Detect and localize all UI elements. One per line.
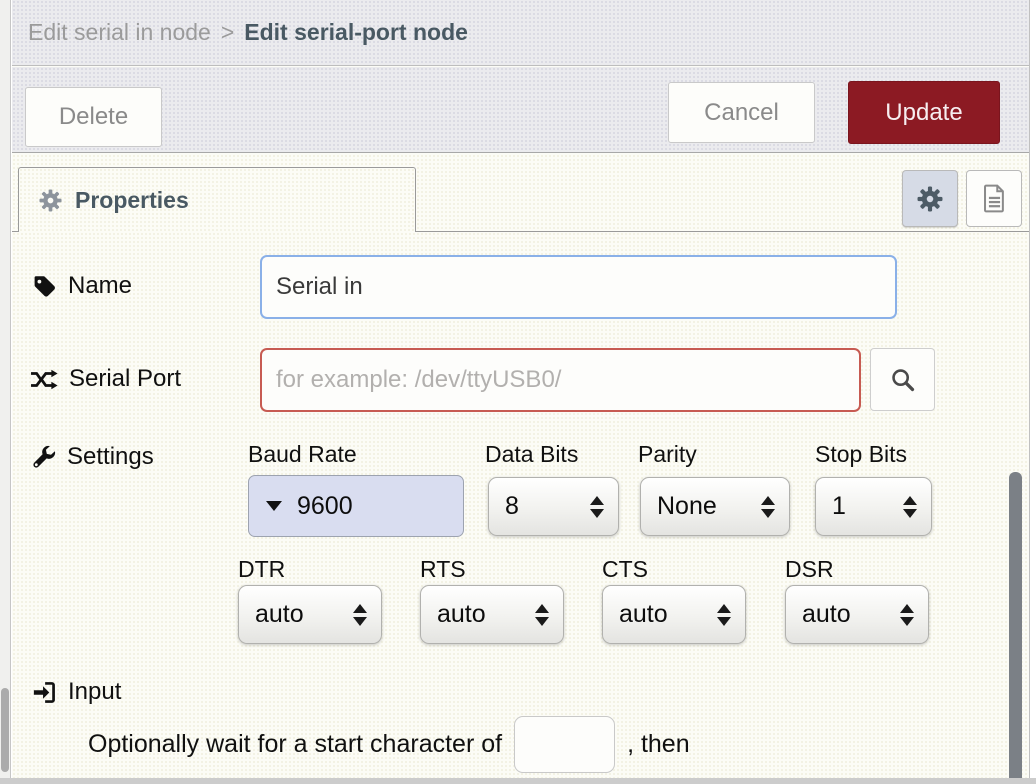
rts-select[interactable]: auto — [420, 585, 564, 644]
random-shuffle-icon — [30, 369, 58, 390]
data-bits-value: 8 — [505, 492, 519, 520]
select-arrows-icon — [353, 603, 367, 626]
breadcrumb-parent[interactable]: Edit serial in node — [28, 19, 211, 45]
tag-icon — [32, 274, 57, 299]
stop-bits-label: Stop Bits — [815, 441, 908, 467]
name-field-label: Name — [32, 272, 132, 300]
dialog-toolbar: Delete Cancel Update — [12, 67, 1029, 153]
start-character-row: Optionally wait for a start character of… — [88, 716, 690, 773]
select-arrows-icon — [590, 495, 604, 518]
parity-select[interactable]: None — [640, 477, 790, 536]
chevron-down-icon — [266, 501, 282, 511]
gear-icon — [39, 188, 62, 212]
properties-form: Name Serial Port — [12, 232, 1029, 784]
window-bottom-edge — [0, 778, 1036, 784]
file-icon — [982, 184, 1007, 213]
breadcrumb-separator: > — [220, 19, 235, 45]
cts-value: auto — [619, 600, 668, 628]
select-arrows-icon — [900, 603, 914, 626]
dtr-select[interactable]: auto — [238, 585, 382, 644]
select-arrows-icon — [717, 603, 731, 626]
baud-rate-label: Baud Rate — [248, 441, 357, 467]
settings-label-text: Settings — [67, 443, 154, 470]
start-character-text-after: , then — [627, 730, 690, 758]
select-arrows-icon — [761, 495, 775, 518]
rts-label: RTS — [420, 556, 466, 582]
left-scrollbar-thumb[interactable] — [1, 688, 9, 772]
data-bits-label: Data Bits — [485, 441, 579, 467]
serial-port-lookup-button[interactable] — [870, 348, 935, 411]
start-character-input[interactable] — [514, 716, 616, 773]
serial-port-field-label: Serial Port — [30, 365, 181, 393]
left-scrollbar-track — [0, 0, 11, 784]
select-arrows-icon — [535, 603, 549, 626]
tab-properties-label: Properties — [75, 186, 189, 213]
input-section-label: Input — [32, 678, 121, 706]
breadcrumb-current: Edit serial-port node — [244, 19, 468, 45]
cts-select[interactable]: auto — [602, 585, 746, 644]
tab-bar: Properties — [12, 154, 1029, 232]
dtr-value: auto — [255, 600, 304, 628]
serial-port-input[interactable] — [260, 348, 861, 412]
breadcrumb: Edit serial in node > Edit serial-port n… — [12, 0, 1029, 66]
wrench-icon — [32, 445, 56, 469]
cts-label: CTS — [602, 556, 648, 582]
dsr-label: DSR — [785, 556, 834, 582]
serial-port-label-text: Serial Port — [69, 365, 182, 392]
baud-rate-value: 9600 — [297, 491, 353, 520]
name-label-text: Name — [68, 272, 133, 299]
input-label-text: Input — [68, 678, 122, 705]
settings-group-label: Settings — [32, 443, 154, 471]
parity-value: None — [657, 492, 717, 520]
baud-rate-dropdown[interactable]: 9600 — [248, 475, 464, 537]
sign-in-icon — [32, 680, 57, 705]
right-scrollbar-thumb[interactable] — [1009, 472, 1022, 784]
name-input[interactable] — [260, 255, 897, 319]
update-button[interactable]: Update — [848, 81, 1000, 144]
delete-button[interactable]: Delete — [25, 87, 162, 147]
select-arrows-icon — [903, 495, 917, 518]
cancel-button[interactable]: Cancel — [668, 82, 815, 143]
gear-icon — [917, 186, 943, 212]
tab-properties[interactable]: Properties — [18, 167, 416, 232]
data-bits-select[interactable]: 8 — [488, 477, 619, 536]
start-character-text-before: Optionally wait for a start character of — [88, 730, 503, 758]
dsr-value: auto — [802, 600, 851, 628]
dsr-select[interactable]: auto — [785, 585, 929, 644]
stop-bits-select[interactable]: 1 — [815, 477, 932, 536]
node-edit-dialog: Edit serial in node > Edit serial-port n… — [12, 0, 1030, 784]
node-settings-button[interactable] — [902, 170, 958, 227]
node-description-button[interactable] — [966, 170, 1022, 227]
tab-bar-divider — [12, 231, 1029, 232]
parity-label: Parity — [638, 441, 697, 467]
dtr-label: DTR — [238, 556, 286, 582]
stop-bits-value: 1 — [832, 492, 846, 520]
search-icon — [890, 367, 916, 393]
rts-value: auto — [437, 600, 486, 628]
